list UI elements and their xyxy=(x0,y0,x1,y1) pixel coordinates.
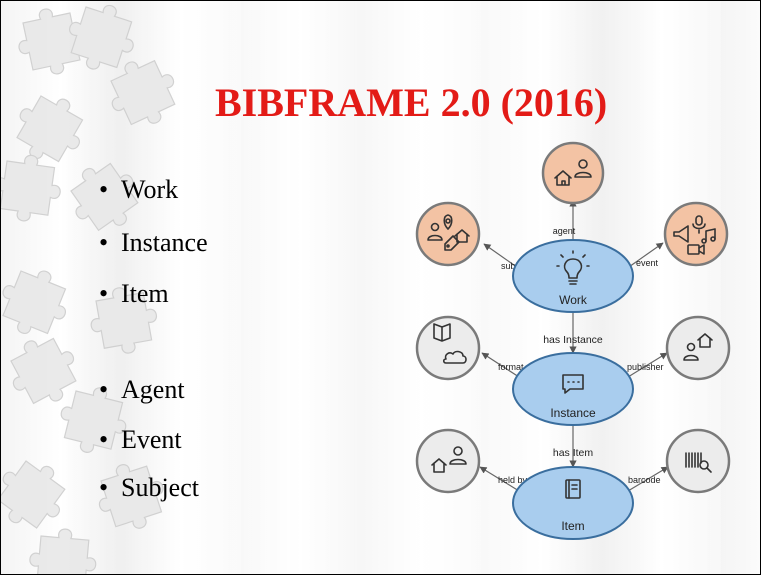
has-instance-label: has Instance xyxy=(543,334,603,346)
format-node xyxy=(415,315,481,381)
tag-icon xyxy=(444,235,460,251)
bullet-item: Instance xyxy=(99,228,208,258)
has-item-label: has Item xyxy=(553,447,594,459)
slide-title: BIBFRAME 2.0 (2016) xyxy=(215,80,608,125)
bullet-item: Agent xyxy=(99,375,184,405)
held-by-node xyxy=(415,428,481,494)
barcode-link-label: barcode xyxy=(628,475,661,485)
event-link-label: event xyxy=(636,258,659,268)
item-node xyxy=(512,466,634,540)
publisher-link-label: publisher xyxy=(627,362,664,372)
instance-label: Instance xyxy=(550,406,596,420)
person-icon xyxy=(449,446,467,465)
publisher-node xyxy=(665,315,731,381)
bibframe-diagram: agent subject event has Instance format … xyxy=(415,141,731,540)
house-icon xyxy=(454,229,470,243)
notebook-icon xyxy=(565,479,581,499)
item-label: Item xyxy=(561,519,584,533)
person-icon xyxy=(427,222,443,241)
microphone-icon xyxy=(692,215,706,234)
subject-node xyxy=(415,201,481,267)
book-icon xyxy=(433,323,451,342)
lightbulb-icon xyxy=(556,250,590,285)
house-icon xyxy=(554,170,572,186)
barcode-scan-icon xyxy=(685,452,712,473)
house-icon xyxy=(431,458,447,473)
work-node xyxy=(512,239,634,313)
barcode-link xyxy=(627,466,669,492)
agent-link-label: agent xyxy=(553,226,576,236)
bullet-item: Subject xyxy=(99,473,199,503)
bullet-item: Item xyxy=(99,279,168,309)
megaphone-icon xyxy=(673,225,689,243)
work-label: Work xyxy=(559,293,588,307)
location-pin-icon xyxy=(443,214,453,230)
video-icon xyxy=(687,244,705,255)
cloud-icon xyxy=(442,350,467,364)
music-note-icon xyxy=(701,228,716,244)
agent-node xyxy=(541,141,605,205)
chat-bubble-icon xyxy=(562,374,584,394)
held-by-link-label: held by xyxy=(498,475,528,485)
person-icon xyxy=(683,342,699,361)
event-link xyxy=(625,242,664,270)
house-icon xyxy=(697,333,713,348)
publisher-link xyxy=(627,352,668,378)
held-by-link xyxy=(479,466,520,492)
bullet-item: Work xyxy=(99,175,178,205)
person-icon xyxy=(574,159,592,178)
event-node xyxy=(663,201,729,267)
format-link xyxy=(481,352,520,378)
format-link-label: format xyxy=(498,362,524,372)
bullet-item: Event xyxy=(99,425,182,455)
